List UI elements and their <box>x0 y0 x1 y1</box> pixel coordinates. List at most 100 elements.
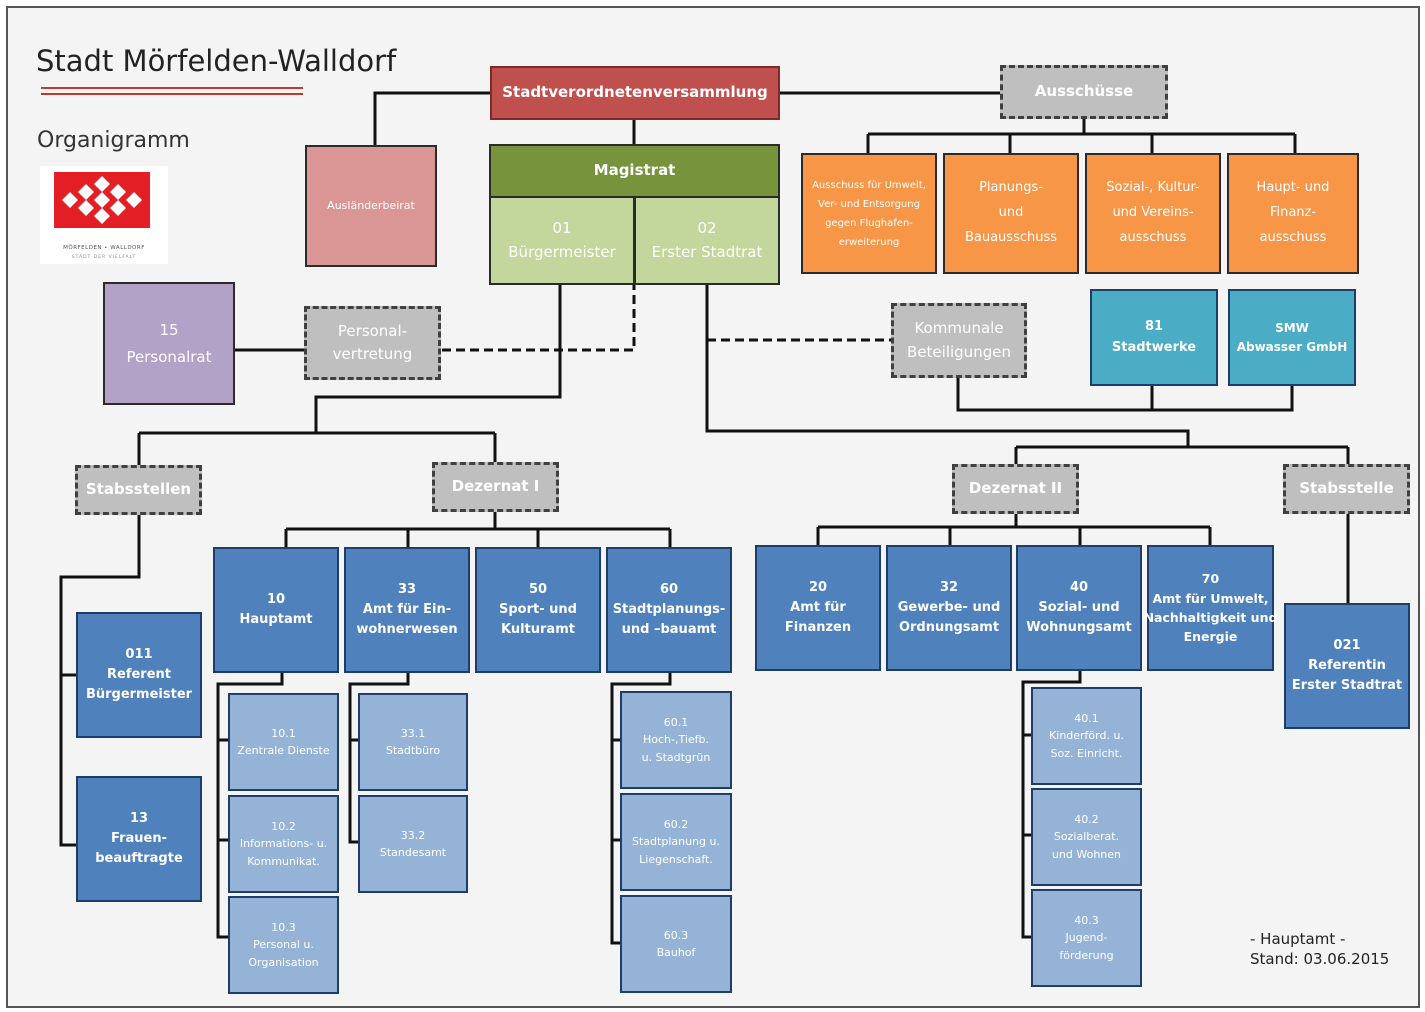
personalvertretung-line: Personal- <box>337 321 408 340</box>
frauenbeauftragte-box: 13 Frauen- beauftragte <box>76 776 202 902</box>
referentin-erster-stadtrat-box: 021 Referentin Erster Stadtrat <box>1284 603 1410 729</box>
committee-haupt-finanz-box: Haupt- und Finanz- ausschuss <box>1227 153 1359 274</box>
subunit-10-3: 10.3 Personal u. Organisation <box>228 896 339 994</box>
subunit-60-2: 60.2 Stadtplanung u. Liegenschaft. <box>620 793 732 891</box>
unit-line: 20 <box>808 579 828 595</box>
subunit-40-3: 40.3 Jugend- förderung <box>1031 889 1142 987</box>
unit-line: 021 <box>1333 637 1361 653</box>
unit-line: Hauptamt <box>239 612 313 627</box>
subunit-line: Zentrale Dienste <box>237 744 330 757</box>
committee-line: ausschuss <box>1259 229 1327 245</box>
unit-line: Bürgermeister <box>85 687 193 703</box>
buergermeister-box: 01 Bürgermeister <box>489 196 635 285</box>
subunit-line: 33.1 <box>400 726 426 740</box>
personalvertretung-line: vertretung <box>332 345 413 363</box>
subunit-33-2: 33.2 Standesamt <box>358 795 468 893</box>
auslaenderbeirat-box: Ausländerbeirat <box>305 145 437 267</box>
company-line: 81 <box>1144 319 1164 335</box>
subunit-40-1: 40.1 Kinderförd. u. Soz. Einricht. <box>1031 687 1142 785</box>
subunit-line: 10.2 <box>271 820 296 834</box>
ausschuesse-box: Ausschüsse <box>1000 65 1168 119</box>
subunit-60-1: 60.1 Hoch-,Tiefb. u. Stadtgrün <box>620 691 732 789</box>
personalrat-box: 15 Personalrat <box>103 282 235 405</box>
title-underline <box>41 87 303 95</box>
subunit-line: Soz. Einricht. <box>1050 746 1123 760</box>
erster-stadtrat-title: Erster Stadtrat <box>651 242 763 261</box>
unit-line: 13 <box>129 810 149 826</box>
stabsstellen-box: Stabsstellen <box>75 465 202 515</box>
unit-line: Amt für Umwelt, <box>1152 590 1269 606</box>
personalrat-number: 15 <box>159 320 179 339</box>
subunit-33-1: 33.1 Stadtbüro <box>358 693 468 791</box>
subunit-10-1: 10.1 Zentrale Dienste <box>228 693 339 791</box>
subunit-line: Personal u. <box>253 938 314 952</box>
kommunale-beteiligungen-box: Kommunale Beteiligungen <box>891 303 1027 378</box>
personalvertretung-box: Personal- vertretung <box>304 306 441 380</box>
stadtverordnetenversammlung-box: Stadtverordnetenversammlung <box>490 66 780 120</box>
company-line: SMW <box>1275 320 1309 335</box>
unit-line: und –bauamt <box>621 622 717 638</box>
dezernat-2-label: Dezernat II <box>968 479 1063 498</box>
unit-40-sozial-wohnung: 40 Sozial- und Wohnungsamt <box>1016 545 1142 671</box>
committee-line: erweiterung <box>838 236 900 248</box>
stabsstelle-box: Stabsstelle <box>1283 464 1410 514</box>
personalrat-title: Personalrat <box>126 347 212 366</box>
unit-line: Stadtplanungs- <box>612 601 726 617</box>
subunit-10-2: 10.2 Informations- u. Kommunikat. <box>228 795 339 893</box>
subunit-line: Standesamt <box>379 846 447 859</box>
unit-line: Gewerbe- und <box>897 599 1001 615</box>
committee-line: gegen Flughafen- <box>825 217 913 229</box>
stabsstellen-label: Stabsstellen <box>85 480 192 499</box>
stabsstelle-label: Stabsstelle <box>1299 479 1394 498</box>
subunit-line: 60.2 <box>663 818 689 832</box>
buergermeister-number: 01 <box>552 219 572 238</box>
subunit-line: Organisation <box>248 955 319 969</box>
unit-line: 33 <box>397 581 417 597</box>
subunit-line: Kommunikat. <box>247 854 320 868</box>
footer-date: Stand: 03.06.2015 <box>1250 949 1390 968</box>
dezernat-1-box: Dezernat I <box>432 462 559 512</box>
unit-60-stadtplanung: 60 Stadtplanungs- und –bauamt <box>606 547 732 673</box>
subunit-line: Informations- u. <box>239 837 328 851</box>
subunit-line: Bauhof <box>656 946 696 959</box>
council-label: Stadtverordnetenversammlung <box>502 83 768 102</box>
erster-stadtrat-box: 02 Erster Stadtrat <box>634 196 780 285</box>
subunit-line: 40.2 <box>1074 813 1099 827</box>
unit-line: Erster Stadtrat <box>1291 678 1403 694</box>
referent-buergermeister-box: 011 Referent Bürgermeister <box>76 612 202 738</box>
unit-line: beauftragte <box>95 851 183 867</box>
committee-planung-box: Planungs- und Bauausschuss <box>943 153 1079 274</box>
subunit-line: 10.1 <box>271 726 296 740</box>
committee-line: und <box>998 205 1024 221</box>
unit-50-sport-kultur: 50 Sport- und Kulturamt <box>475 547 601 673</box>
unit-line: 011 <box>125 646 153 662</box>
unit-line: wohnerwesen <box>356 622 458 638</box>
committee-line: Haupt- und <box>1256 180 1330 196</box>
unit-line: 50 <box>528 581 548 597</box>
unit-line: 70 <box>1201 571 1220 587</box>
unit-line: 60 <box>659 581 679 597</box>
unit-line: Amt für <box>790 599 846 615</box>
unit-line: Nachhaltigkeit und <box>1143 610 1278 625</box>
dezernat-1-label: Dezernat I <box>451 477 540 496</box>
unit-33-einwohnerwesen: 33 Amt für Ein- wohnerwesen <box>344 547 470 673</box>
kommunale-line: Beteiligungen <box>907 342 1011 361</box>
buergermeister-title: Bürgermeister <box>508 242 616 261</box>
subunit-line: 40.3 <box>1074 914 1099 928</box>
magistrat-header: Magistrat <box>489 144 780 198</box>
subunit-line: Kinderförd. u. <box>1049 729 1124 743</box>
committee-line: und Vereins- <box>1112 205 1194 221</box>
auslaenderbeirat-label: Ausländerbeirat <box>327 199 415 213</box>
committee-sozial-box: Sozial-, Kultur- und Vereins- ausschuss <box>1085 153 1221 274</box>
subunit-line: Liegenschaft. <box>639 852 713 866</box>
unit-70-umwelt: 70 Amt für Umwelt, Nachhaltigkeit und En… <box>1144 545 1277 671</box>
subunit-line: 10.3 <box>271 921 296 935</box>
subunit-line: Jugend- <box>1065 931 1108 945</box>
subunit-40-2: 40.2 Sozialberat. und Wohnen <box>1031 788 1142 886</box>
unit-line: 40 <box>1069 579 1089 595</box>
unit-line: Amt für Ein- <box>362 601 452 617</box>
subunit-line: Stadtplanung u. <box>632 835 720 849</box>
page-title: Stadt Mörfelden-Walldorf <box>36 44 397 78</box>
subunit-line: Hoch-,Tiefb. <box>642 733 710 747</box>
subunit-line: u. Stadtgrün <box>641 750 711 764</box>
